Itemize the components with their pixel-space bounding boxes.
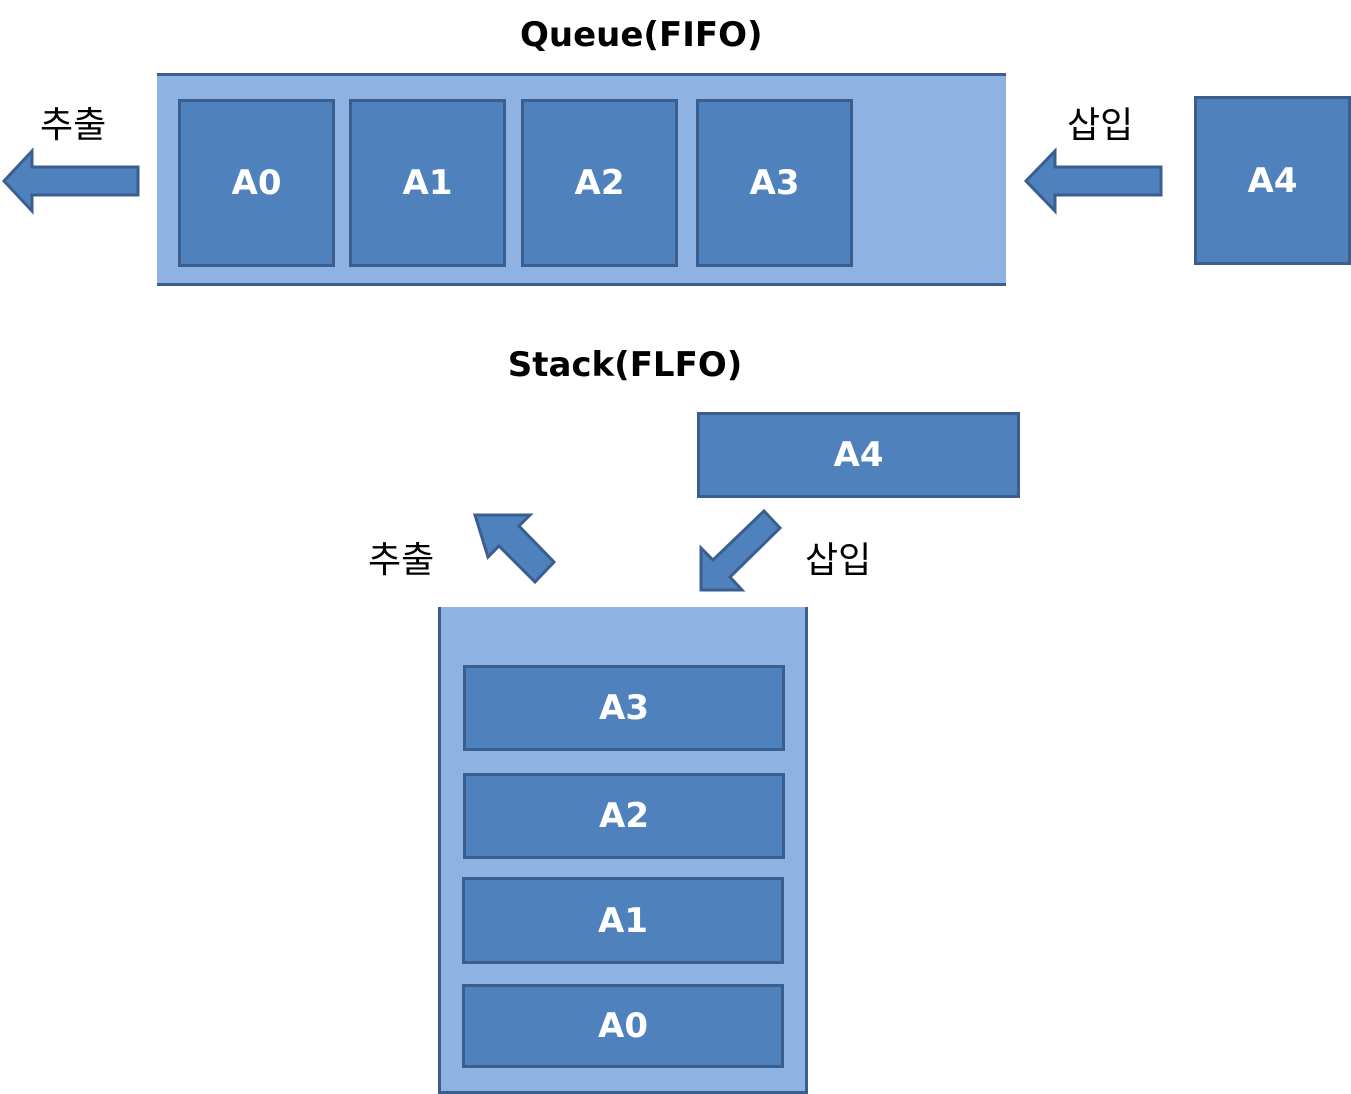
queue-item: A3: [696, 99, 853, 267]
queue-enqueue-label: 삽입: [1067, 105, 1134, 146]
queue-incoming-item: A4: [1194, 96, 1351, 265]
stack-item: A3: [463, 665, 785, 751]
queue-enqueue-arrow-icon: [1023, 147, 1163, 215]
stack-pop-label: 추출: [368, 540, 435, 581]
queue-dequeue-label: 추출: [40, 105, 107, 146]
stack-incoming-item: A4: [697, 412, 1020, 498]
stack-title: Stack(FLFO): [507, 345, 743, 385]
queue-item: A1: [349, 99, 506, 267]
stack-pop-arrow-icon: [472, 513, 557, 585]
queue-dequeue-arrow-icon: [1, 147, 140, 215]
stack-push-label: 삽입: [805, 540, 872, 581]
stack-item: A2: [463, 773, 785, 859]
queue-item: A0: [178, 99, 335, 267]
queue-title: Queue(FIFO): [520, 15, 763, 55]
stack-item: A1: [462, 877, 784, 964]
stack-push-arrow-icon: [699, 508, 783, 592]
stack-item: A0: [462, 984, 784, 1068]
queue-item: A2: [521, 99, 678, 267]
